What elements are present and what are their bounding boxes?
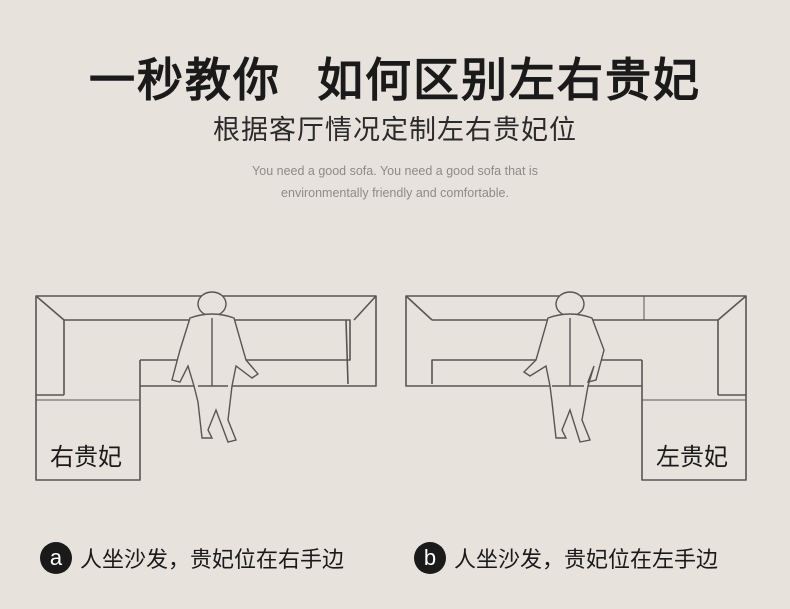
caption-b: b 人坐沙发，贵妃位在左手边	[414, 540, 718, 576]
main-title: 一秒教你 如何区别左右贵妃	[88, 53, 702, 107]
person-figure	[522, 291, 605, 443]
caption-a-text: 人坐沙发，贵妃位在右手边	[80, 548, 345, 573]
english-tagline-line2: environmentally friendly and comfortable…	[281, 186, 509, 200]
caption-b-text: 人坐沙发，贵妃位在左手边	[454, 548, 719, 573]
left-sofa-label: 右贵妃	[50, 443, 122, 471]
caption-a: a 人坐沙发，贵妃位在右手边	[40, 540, 344, 576]
english-tagline-line1: You need a good sofa. You need a good so…	[252, 164, 538, 178]
right-chaise-sofa-diagram	[35, 291, 377, 481]
badge-b: b	[414, 542, 446, 574]
right-sofa-label: 左贵妃	[656, 443, 728, 471]
person-figure	[171, 291, 260, 443]
left-chaise-sofa-diagram	[405, 291, 747, 481]
badge-a: a	[40, 542, 72, 574]
subtitle: 根据客厅情况定制左右贵妃位	[213, 115, 577, 146]
